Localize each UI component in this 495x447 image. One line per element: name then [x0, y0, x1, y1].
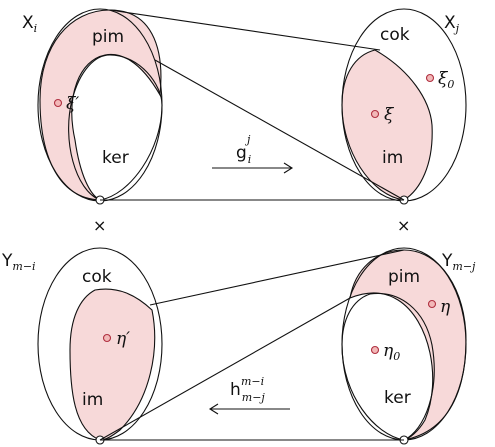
bottom-map-superscript: m−i	[241, 375, 264, 388]
bottom-right-space: Ym−j pim ker η η0	[341, 247, 476, 445]
xi-dot	[370, 109, 380, 119]
bottom-left-space: Ym−i cok im η′	[1, 247, 163, 445]
top-right-space-label: Xj	[444, 13, 460, 35]
xi0-label: ξ0	[438, 69, 454, 91]
eta-prime-label: η′	[116, 329, 130, 349]
top-row: Xi pim ker ξ′ Xj cok im ξ ξ0	[22, 8, 467, 205]
bottom-right-ker-label: ker	[384, 388, 411, 408]
xi-label: ξ	[384, 105, 395, 125]
bottom-left-im-label: im	[82, 390, 103, 410]
cross-right: ×	[397, 216, 410, 235]
cross-left: ×	[93, 216, 106, 235]
bottom-right-space-label: Ym−j	[441, 251, 476, 273]
top-line-diagonal	[154, 59, 405, 201]
top-map: gi j	[212, 133, 294, 174]
xi-prime-dot	[53, 98, 63, 108]
bottom-line-diagonal	[99, 297, 351, 441]
top-map-label: gi	[236, 143, 251, 166]
bottom-map-label: hm−j	[230, 380, 265, 404]
bottom-map-arrow-head	[208, 403, 219, 415]
xi-prime-label: ξ′	[66, 94, 79, 114]
bottom-left-cok-label: cok	[82, 267, 112, 287]
eta0-dot	[370, 345, 380, 355]
bottom-right-pim-label: pim	[388, 267, 420, 287]
bottom-map: hm−j m−i	[208, 375, 290, 415]
eta-prime-dot	[102, 333, 112, 343]
bottom-left-im-region	[69, 288, 156, 441]
top-left-ker-region	[68, 54, 163, 201]
top-connectors	[100, 9, 405, 201]
top-left-space-label: Xi	[22, 13, 37, 35]
bottom-line-upper	[149, 249, 405, 306]
eta-dot	[427, 299, 437, 309]
top-left-space: Xi pim ker ξ′	[22, 8, 163, 205]
top-left-pim-region	[39, 9, 162, 201]
top-right-cok-label: cok	[380, 25, 410, 45]
top-map-superscript: j	[244, 133, 251, 146]
top-right-space: Xj cok im ξ ξ0	[341, 8, 467, 205]
top-right-im-label: im	[382, 148, 403, 168]
top-left-pim-label: pim	[92, 27, 124, 47]
xi0-dot	[425, 73, 435, 83]
bottom-row: Ym−i cok im η′ Ym−j pim ker η η0	[1, 247, 476, 445]
bottom-connectors	[99, 249, 405, 441]
top-left-ker-label: ker	[102, 148, 129, 168]
top-right-im-region	[341, 49, 433, 201]
bottom-left-space-label: Ym−i	[1, 251, 36, 273]
eta0-label: η0	[383, 341, 400, 363]
bottom-right-ker-region	[341, 292, 435, 441]
top-line-upper	[109, 9, 381, 51]
eta-label: η	[440, 297, 451, 317]
top-map-arrow-head	[283, 162, 294, 174]
